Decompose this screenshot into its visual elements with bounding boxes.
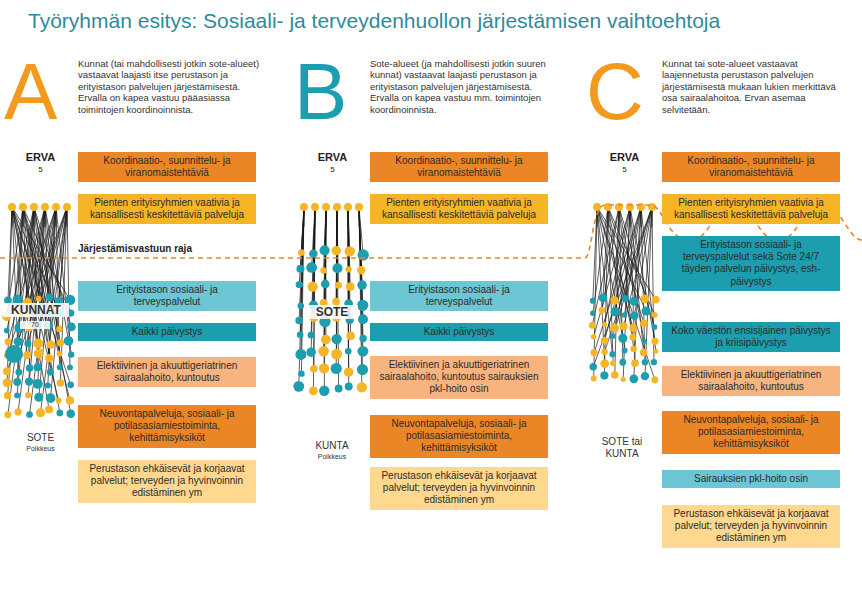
option-description: Kunnat (tai mahdollisesti jotkin sote-al… [78, 58, 263, 115]
exception-label: Poikkeus [306, 453, 358, 461]
service-box: Neuvontapalveluja, sosiaali- ja potilasa… [370, 415, 548, 458]
tree-count: 70 [20, 321, 50, 329]
tree-label: SOTE [306, 305, 358, 319]
service-box: Pienten erityisryhmien vaativia ja kansa… [78, 194, 256, 224]
organization-tree [293, 203, 369, 396]
service-box: Koordinaatio-, suunnittelu- ja viranomai… [662, 152, 840, 182]
box-text: Perustason ehkäisevät ja korjaavat palve… [375, 470, 543, 507]
service-box: Perustason ehkäisevät ja korjaavat palve… [662, 505, 840, 548]
exception-label: Poikkeus [18, 445, 63, 453]
box-text: Koko väestön ensisijainen päivystys ja k… [667, 325, 835, 349]
box-text: Erityistason sosiaali- ja terveyspalvelu… [667, 239, 835, 288]
box-text: Perustason ehkäisevät ja korjaavat palve… [667, 508, 835, 545]
service-box: Kaikki päivystys [370, 323, 548, 341]
box-text: Pienten erityisryhmien vaativia ja kansa… [667, 197, 835, 221]
service-box: Perustason ehkäisevät ja korjaavat palve… [370, 467, 548, 510]
service-box: Perustason ehkäisevät ja korjaavat palve… [78, 460, 256, 503]
option-letter: B [294, 52, 364, 132]
service-box: Erityistason sosiaali- ja terveyspalvelu… [78, 281, 256, 311]
service-box: Elektiivinen ja akuuttigeriatrinen saira… [78, 357, 256, 387]
organization-tree [2, 203, 75, 418]
option-letter: A [4, 52, 74, 132]
service-box: Neuvontapalveluja, sosiaali- ja potilasa… [78, 405, 256, 448]
box-text: Elektiivinen ja akuuttigeriatrinen saira… [83, 360, 251, 384]
service-box: Pienten erityisryhmien vaativia ja kansa… [370, 194, 548, 224]
box-text: Neuvontapalveluja, sosiaali- ja potilasa… [667, 414, 835, 451]
erva-count: 5 [18, 165, 63, 175]
box-text: Kaikki päivystys [375, 326, 543, 338]
erva-label: ERVA [18, 151, 63, 164]
box-text: Koordinaatio-, suunnittelu- ja viranomai… [83, 155, 251, 179]
service-box: Sairauksien pkl-hoito osin [662, 470, 840, 488]
service-box: Erityistason sosiaali- ja terveyspalvelu… [370, 281, 548, 311]
box-text: Elektiivinen ja akuuttigeriatrinen saira… [375, 359, 543, 396]
option-description: Kunnat tai sote-alueet vastaavat laajenn… [662, 58, 847, 115]
box-text: Koordinaatio-, suunnittelu- ja viranomai… [667, 155, 835, 179]
service-box: Pienten erityisryhmien vaativia ja kansa… [662, 194, 840, 224]
service-box: Elektiivinen ja akuuttigeriatrinen saira… [662, 366, 840, 396]
service-box: Koordinaatio-, suunnittelu- ja viranomai… [78, 152, 256, 182]
service-box: Elektiivinen ja akuuttigeriatrinen saira… [370, 356, 548, 399]
tree-label: KUNNAT [3, 303, 69, 317]
organization-tree [589, 203, 660, 383]
diagram-title: Työryhmän esitys: Sosiaali- ja terveyden… [28, 8, 720, 33]
tree-label: SOTE [18, 432, 63, 444]
box-text: Pienten erityisryhmien vaativia ja kansa… [375, 197, 543, 221]
option-letter: C [586, 52, 656, 132]
erva-count: 5 [310, 165, 355, 175]
service-box: Koordinaatio-, suunnittelu- ja viranomai… [370, 152, 548, 182]
tree-label: KUNTA [306, 440, 358, 452]
box-text: Neuvontapalveluja, sosiaali- ja potilasa… [83, 408, 251, 445]
service-box: Erityistason sosiaali- ja terveyspalvelu… [662, 236, 840, 291]
box-text: Perustason ehkäisevät ja korjaavat palve… [83, 463, 251, 500]
service-box: Neuvontapalveluja, sosiaali- ja potilasa… [662, 411, 840, 454]
service-box: Kaikki päivystys [78, 323, 256, 341]
option-description: Sote-alueet (ja mahdollisesti jotkin suu… [370, 58, 555, 115]
box-text: Neuvontapalveluja, sosiaali- ja potilasa… [375, 418, 543, 455]
box-text: Kaikki päivystys [83, 326, 251, 338]
box-text: Pienten erityisryhmien vaativia ja kansa… [83, 197, 251, 221]
box-text: Koordinaatio-, suunnittelu- ja viranomai… [375, 155, 543, 179]
erva-label: ERVA [310, 151, 355, 164]
tree-label: SOTE tai KUNTA [594, 436, 650, 460]
erva-label: ERVA [602, 151, 647, 164]
box-text: Erityistason sosiaali- ja terveyspalvelu… [375, 284, 543, 308]
box-text: Erityistason sosiaali- ja terveyspalvelu… [83, 284, 251, 308]
box-text: Elektiivinen ja akuuttigeriatrinen saira… [667, 369, 835, 393]
service-box: Koko väestön ensisijainen päivystys ja k… [662, 322, 840, 352]
boundary-label: Järjestämisvastuun raja [78, 243, 278, 255]
box-text: Sairauksien pkl-hoito osin [667, 473, 835, 485]
erva-count: 5 [602, 165, 647, 175]
